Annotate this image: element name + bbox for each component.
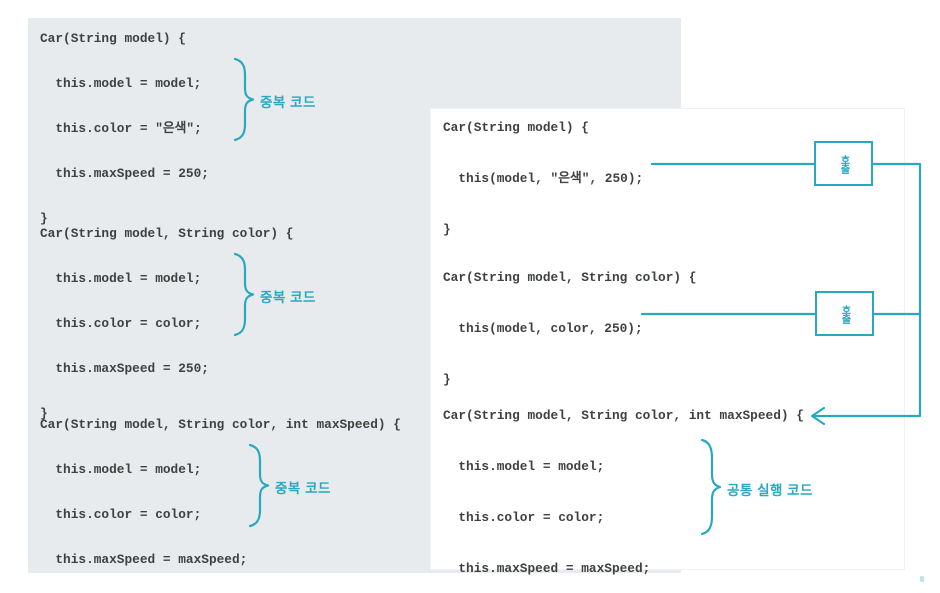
annotation-common-code: 공통 실행 코드 (727, 483, 814, 498)
code-line: Car(String model) { (40, 31, 186, 46)
code-line: this.model = model; (40, 76, 202, 91)
code-line: this.maxSpeed = 250; (40, 166, 209, 181)
code-line: Car(String model, String color) { (40, 226, 294, 241)
code-block-right-2: Car(String model, String color) { this(m… (443, 260, 696, 413)
code-line: this.color = color; (443, 510, 605, 525)
annotation-duplicate-3: 중복 코드 (275, 481, 331, 496)
code-line: this.color = color; (40, 316, 202, 331)
call-box-1: 호출 (814, 141, 873, 186)
call-box-2: 호출 (815, 291, 874, 336)
code-line: this.maxSpeed = 250; (40, 361, 209, 376)
code-block-left-3: Car(String model, String color, int maxS… (40, 410, 401, 593)
call-box-label: 호출 (839, 304, 850, 323)
code-line: } (40, 211, 48, 226)
code-line: Car(String model, String color, int maxS… (40, 417, 401, 432)
code-line: this.model = model; (40, 271, 202, 286)
code-line: this.maxSpeed = maxSpeed; (40, 552, 248, 567)
code-line: this.color = "은색"; (40, 121, 202, 136)
code-line: } (443, 222, 451, 237)
code-block-left-1: Car(String model) { this.model = model; … (40, 24, 209, 249)
code-line: this(model, color, 250); (443, 321, 643, 336)
code-line: Car(String model) { (443, 120, 589, 135)
print-artifact-dot (920, 576, 924, 582)
annotation-duplicate-1: 중복 코드 (260, 95, 316, 110)
code-block-right-3: Car(String model, String color, int maxS… (443, 398, 804, 593)
code-line: Car(String model, String color) { (443, 270, 697, 285)
code-line: this.color = color; (40, 507, 202, 522)
call-box-label: 호출 (838, 154, 849, 173)
code-block-right-1: Car(String model) { this(model, "은색", 25… (443, 110, 643, 263)
code-line: this.maxSpeed = maxSpeed; (443, 561, 651, 576)
code-block-left-2: Car(String model, String color) { this.m… (40, 219, 293, 444)
code-line: this(model, "은색", 250); (443, 171, 644, 186)
code-line: } (40, 406, 48, 421)
annotation-duplicate-2: 중복 코드 (260, 290, 316, 305)
code-line: this.model = model; (443, 459, 605, 474)
code-line: Car(String model, String color, int maxS… (443, 408, 804, 423)
code-line: } (443, 372, 451, 387)
code-line: this.model = model; (40, 462, 202, 477)
